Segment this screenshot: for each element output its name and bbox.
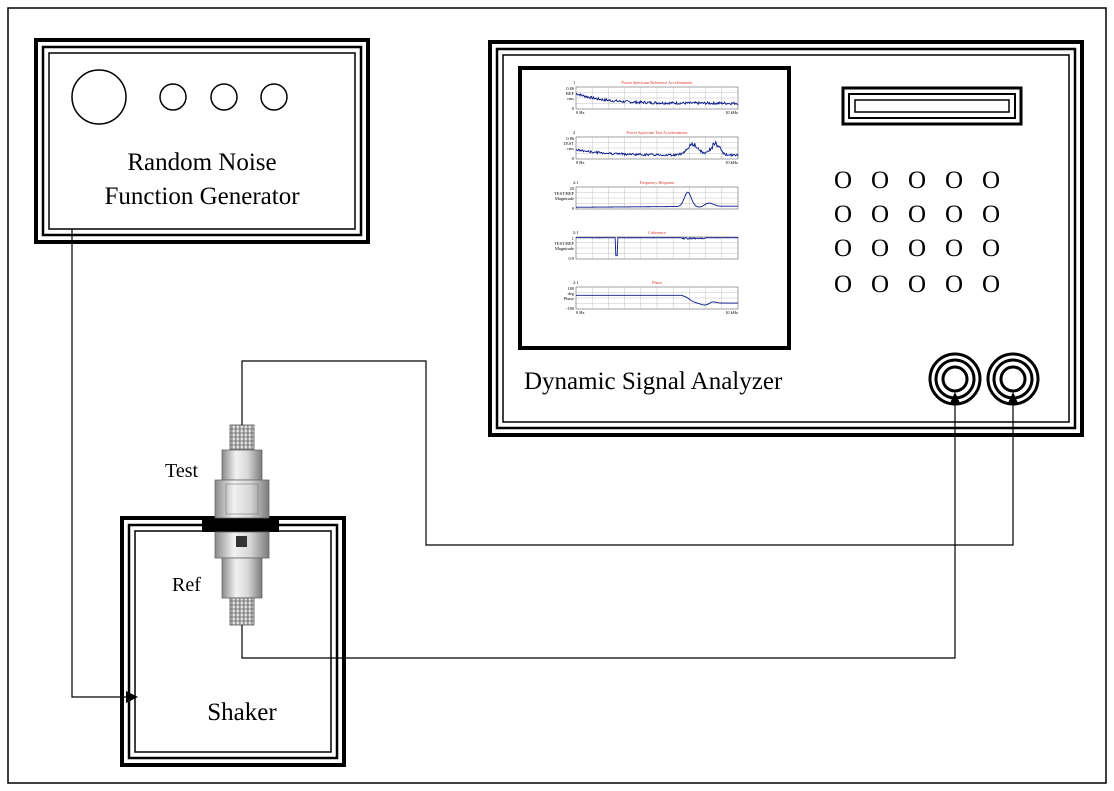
plot-y-bottom: 0 [572, 206, 575, 211]
generator-to-shaker-cable [71, 229, 132, 698]
plot-x-end: 10 kHz [725, 310, 738, 315]
keypad-button[interactable]: O [834, 235, 852, 262]
analyzer-plot: Power Spectrum Reference Accelerometer10… [566, 80, 739, 115]
plot-trace [575, 92, 739, 106]
plot-y-unit: rms [567, 96, 574, 101]
ref-signal-cable [241, 397, 956, 659]
plot-y-top: 0.86 [566, 86, 574, 91]
cables [71, 229, 1014, 698]
keypad-button[interactable]: O [834, 201, 852, 228]
plot-x-start: 0 Hz [576, 110, 584, 115]
plot-title: Coherence [648, 230, 666, 235]
plot-y-top: 0.86 [566, 136, 574, 141]
plot-index: 1 [573, 80, 575, 85]
generator-knob[interactable] [210, 83, 238, 111]
ref-label: Ref [172, 574, 201, 596]
plot-title: Power Spectrum Reference Accelerometer [621, 80, 693, 85]
plot-x-start: 0 Hz [576, 160, 584, 165]
keypad-button[interactable]: O [871, 167, 889, 194]
plot-y-label: REF [566, 91, 575, 96]
analyzer-plot: Power Spectrum Test Accelerometer 20.86TE… [564, 130, 739, 165]
keypad-button[interactable]: O [908, 235, 926, 262]
keypad-button[interactable]: O [945, 167, 963, 194]
plot-y-bottom: 0 [572, 156, 575, 161]
plot-x-end: 10 kHz [725, 160, 738, 165]
keypad-button[interactable]: O [871, 235, 889, 262]
test-label: Test [165, 460, 198, 482]
plot-title: Phase [652, 280, 662, 285]
dynamic-signal-analyzer: Power Spectrum Reference Accelerometer10… [488, 40, 1084, 437]
plot-y-top: 180 [567, 286, 574, 291]
test-accelerometer [214, 424, 270, 519]
keypad-button[interactable]: O [871, 271, 889, 298]
keypad-button[interactable]: O [834, 167, 852, 194]
plot-index: 2:1 [573, 230, 579, 235]
plot-y-label: TEST [564, 141, 575, 146]
keypad-button[interactable]: O [945, 271, 963, 298]
keypad-button[interactable]: O [982, 201, 1000, 228]
plot-trace [575, 236, 739, 257]
generator-title-line1: Random Noise [127, 149, 276, 176]
generator-main-knob[interactable] [71, 69, 127, 125]
plot-y-label: TEST/REF [554, 191, 574, 196]
function-generator: Random Noise Function Generator [34, 38, 370, 244]
keypad-button[interactable]: O [982, 235, 1000, 262]
test-signal-cable [241, 360, 1014, 546]
analyzer-plots: Power Spectrum Reference Accelerometer10… [554, 80, 739, 315]
mounting-plate [202, 517, 279, 532]
keypad-button[interactable]: O [908, 201, 926, 228]
plot-trace [575, 140, 739, 157]
plot-trace [576, 191, 738, 208]
plot-y-bottom: 0 [572, 106, 575, 111]
plot-x-end: 10 kHz [725, 110, 738, 115]
plot-y-top: 20 [570, 186, 575, 191]
generator-title-line2: Function Generator [104, 183, 300, 210]
arrowhead [126, 691, 138, 703]
plot-y-bottom: 0.9 [569, 256, 575, 261]
keypad-button[interactable]: O [908, 271, 926, 298]
plot-y-bottom: -180 [566, 306, 575, 311]
disk-slot [841, 86, 1023, 126]
plot-y-unit: rms [567, 146, 574, 151]
keypad-button[interactable]: O [871, 201, 889, 228]
keypad-button[interactable]: O [945, 235, 963, 262]
arrowhead [1008, 392, 1018, 403]
keypad-button[interactable]: O [945, 201, 963, 228]
shaker-label: Shaker [207, 699, 277, 726]
plot-y-unit: Phase [564, 296, 574, 301]
plot-index: 2:1 [573, 180, 579, 185]
analyzer-title: Dynamic Signal Analyzer [524, 368, 783, 395]
generator-knob[interactable] [159, 83, 187, 111]
plot-y-top: 1 [572, 236, 574, 241]
plot-index: 2 [573, 130, 575, 135]
keypad-button[interactable]: O [982, 271, 1000, 298]
keypad-button[interactable]: O [834, 271, 852, 298]
plot-x-start: 0 Hz [576, 310, 584, 315]
outer-frame [7, 7, 1107, 784]
ref-accelerometer [214, 531, 270, 626]
keypad-button[interactable]: O [908, 167, 926, 194]
plot-index: 2:1 [573, 280, 579, 285]
plot-title: Frequency Response [640, 180, 675, 185]
plot-y-label: TEST/REF [554, 241, 574, 246]
keypad-button[interactable]: O [982, 167, 1000, 194]
plot-title: Power Spectrum Test Accelerometer [626, 130, 688, 135]
plot-y-unit: Magnitude [555, 196, 574, 201]
analyzer-plot: Frequency Response 2:120TEST/REFMagnitude… [554, 180, 739, 211]
plot-y-unit: Magnitude [555, 246, 574, 251]
plot-y-label: deg [568, 291, 575, 296]
generator-knob[interactable] [260, 83, 288, 111]
arrowhead [950, 392, 960, 403]
plot-trace [576, 294, 738, 306]
